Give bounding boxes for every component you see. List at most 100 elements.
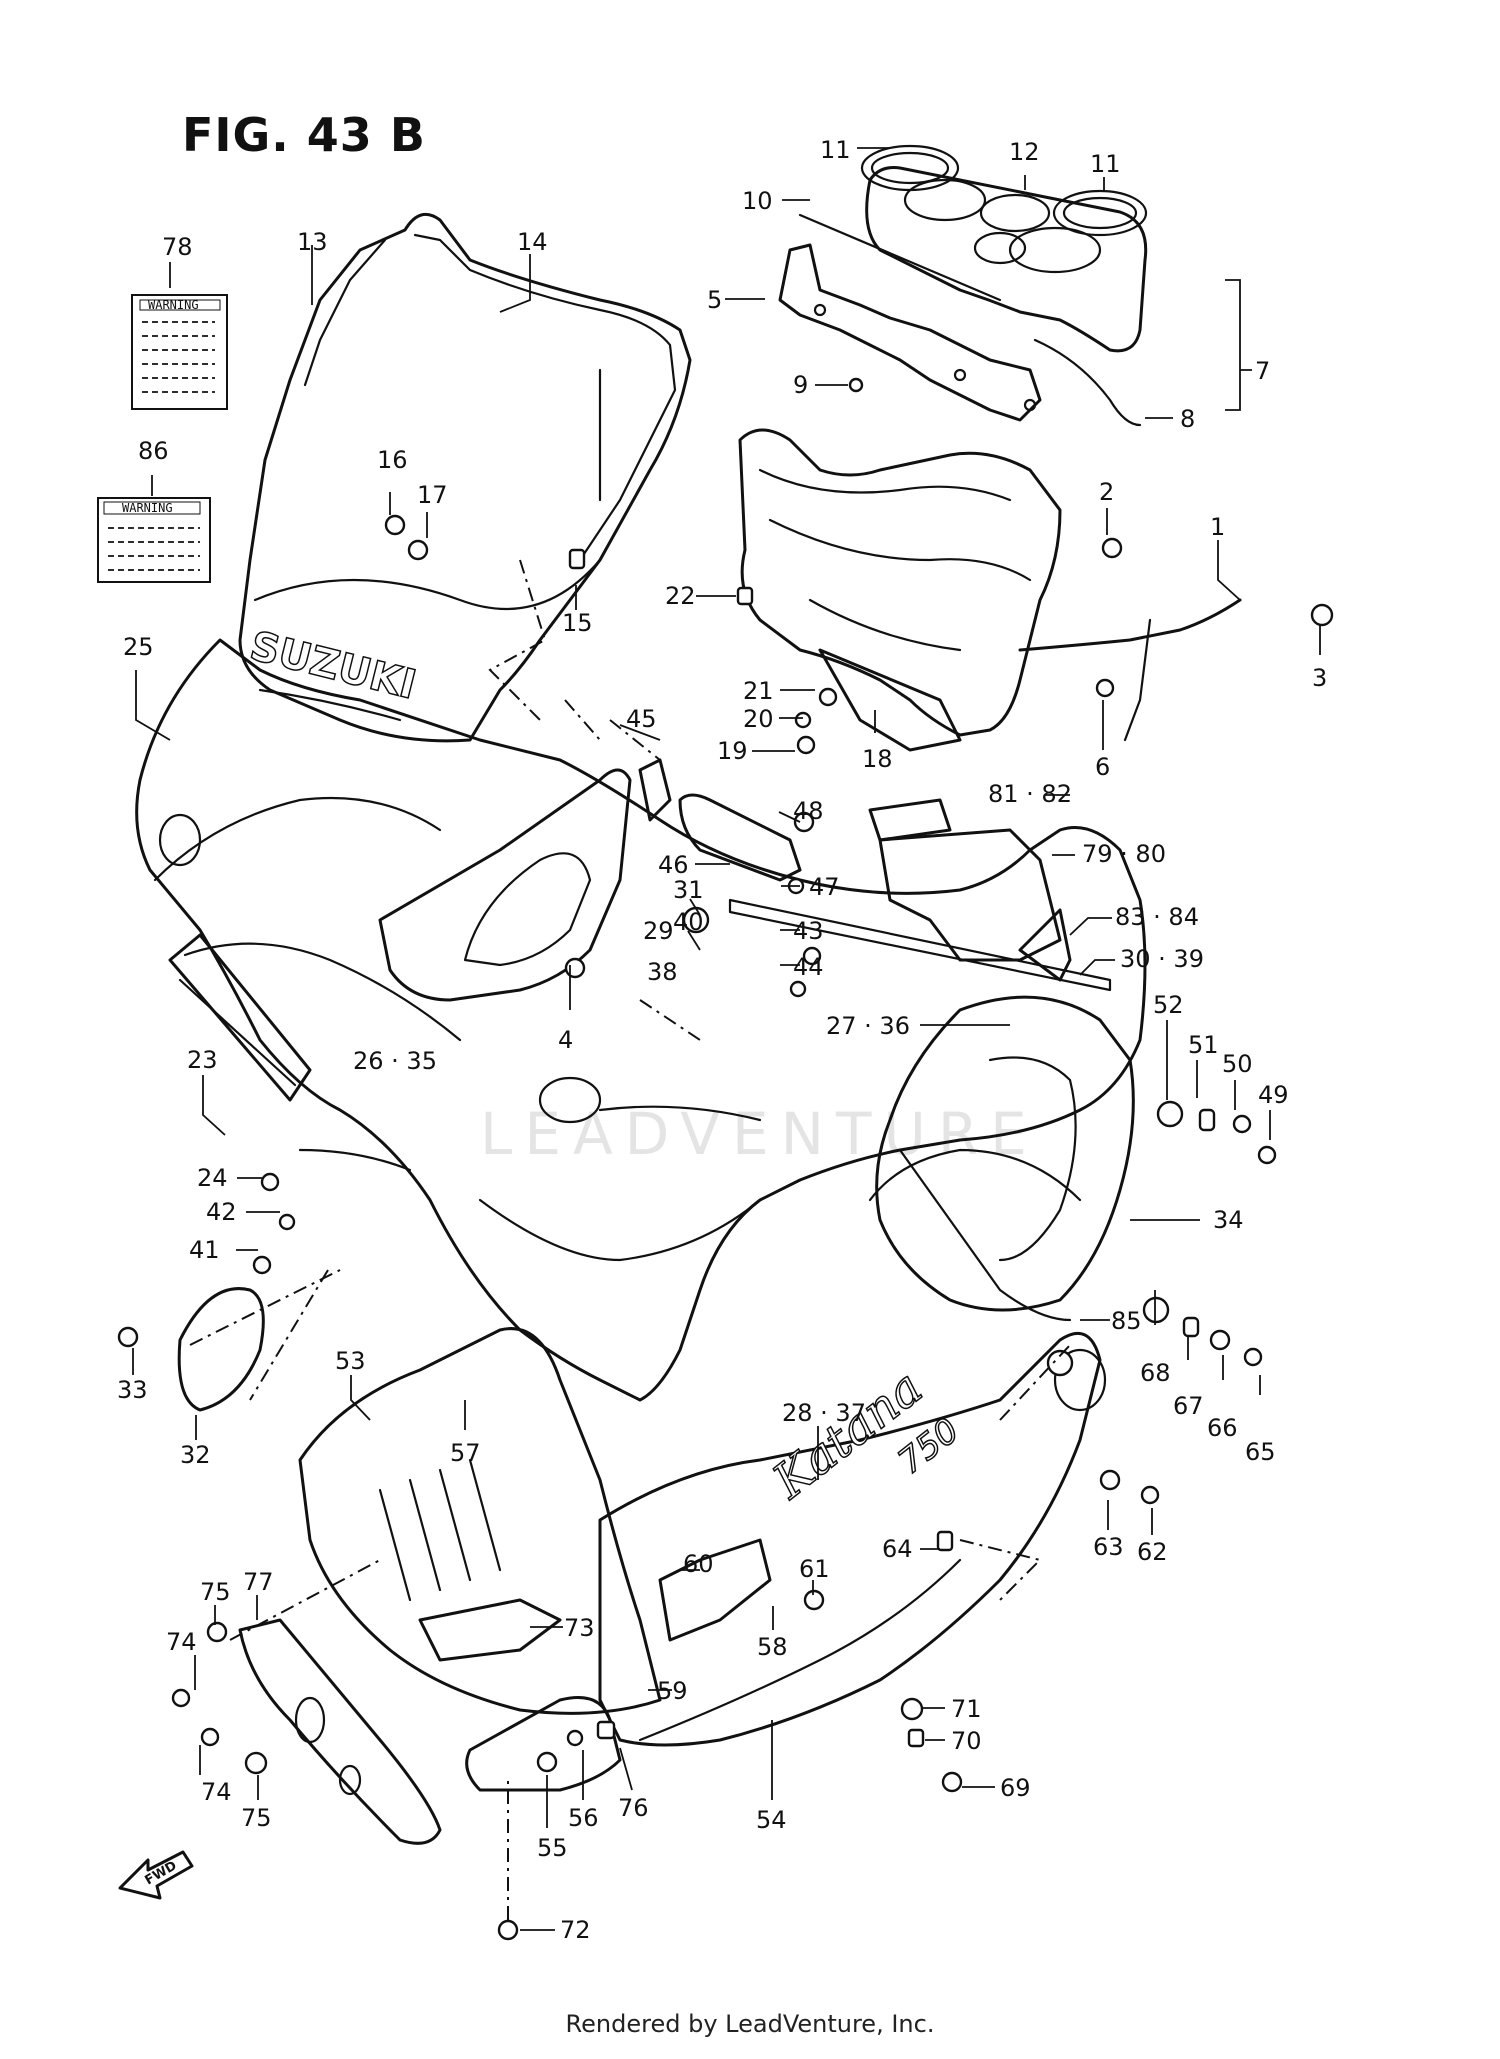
callout-number: 20: [743, 705, 774, 733]
forward-arrow-icon: FWD: [118, 1850, 194, 1900]
callout-number: 9: [793, 371, 808, 399]
side-bracket-part: [638, 758, 802, 882]
katana-script-decal: Katana: [762, 1359, 933, 1510]
callout-number: 25: [123, 633, 154, 661]
callout-number: 63: [1093, 1533, 1124, 1561]
callout-number: 22: [665, 582, 696, 610]
callout-number: 56: [568, 1804, 599, 1832]
callout-number: 7: [1255, 357, 1270, 385]
callout-number: 86: [138, 437, 169, 465]
callout-number: 75: [200, 1578, 231, 1606]
callout-number: 13: [297, 228, 328, 256]
callout-number: 33: [117, 1376, 148, 1404]
callout-number: 30 · 39: [1120, 945, 1204, 973]
callout-number: 54: [756, 1806, 787, 1834]
callout-number: 74: [201, 1778, 232, 1806]
callout-number: 48: [793, 797, 824, 825]
callout-number: 41: [189, 1236, 220, 1264]
upper-cowling-part: [135, 638, 1147, 1402]
callout-number: 28 · 37: [782, 1399, 866, 1427]
callout-number: 69: [1000, 1774, 1031, 1802]
cowl-brace-part: [738, 428, 1242, 752]
callout-number: 62: [1137, 1538, 1168, 1566]
callout-number: 75: [241, 1804, 272, 1832]
callout-number: 23: [187, 1046, 218, 1074]
callout-number: 67: [1173, 1392, 1204, 1420]
callout-number: 11: [820, 136, 851, 164]
callout-number: 65: [1245, 1438, 1276, 1466]
callout-number: 12: [1009, 138, 1040, 166]
callout-number: 43: [793, 917, 824, 945]
callout-number: 59: [657, 1677, 688, 1705]
callout-number: 14: [517, 228, 548, 256]
callout-number: 42: [206, 1198, 237, 1226]
meter-panel-part: [798, 144, 1148, 427]
callout-number: 1: [1210, 513, 1225, 541]
side-plate-part: [238, 1618, 442, 1845]
callout-number: 21: [743, 677, 774, 705]
callout-number: 6: [1095, 753, 1110, 781]
callout-number: 85: [1111, 1307, 1142, 1335]
callout-number: 19: [717, 737, 748, 765]
callout-number: 40: [673, 908, 704, 936]
callout-number: 24: [197, 1164, 228, 1192]
callout-number: 57: [450, 1439, 481, 1467]
callout-number: 73: [564, 1614, 595, 1642]
warning-decal-78: WARNING: [131, 294, 228, 410]
callout-number: 17: [417, 481, 448, 509]
callout-number: 2: [1099, 478, 1114, 506]
callout-number: 16: [377, 446, 408, 474]
lower-cowling-part: [298, 1327, 1107, 1747]
callout-number: 29: [643, 917, 674, 945]
callout-number: 15: [562, 609, 593, 637]
callout-number: 26 · 35: [353, 1047, 437, 1075]
callout-number: 50: [1222, 1050, 1253, 1078]
callout-number: 44: [793, 953, 824, 981]
callout-number: 55: [537, 1834, 568, 1862]
callout-number: 64: [882, 1535, 913, 1563]
warning-decal-title-b: WARNING: [122, 501, 173, 515]
callout-number: 45: [626, 705, 657, 733]
callout-number: 32: [180, 1441, 211, 1469]
callout-numbers: 11 12 11 10 5 7 9 8 2 1 3 6 22 21 20 19 …: [117, 136, 1327, 1944]
callout-number: 78: [162, 233, 193, 261]
side-duct-part: [868, 798, 1072, 982]
hardware-screws: [117, 377, 1334, 1941]
callout-number: 83 · 84: [1115, 903, 1199, 931]
callout-number: 74: [166, 1628, 197, 1656]
meter-bracket-part: [778, 243, 1042, 422]
inner-panel-part: [378, 768, 632, 1002]
callout-number: 18: [862, 745, 893, 773]
callout-number: 52: [1153, 991, 1184, 1019]
figure-title: FIG. 43 B: [182, 108, 426, 162]
callout-number: 11: [1090, 150, 1121, 178]
callout-leaders: [132, 147, 1321, 1931]
callout-number: 61: [799, 1555, 830, 1583]
callout-number: 76: [618, 1794, 649, 1822]
trim-strip-part: [728, 898, 1112, 992]
warning-decal-title-a: WARNING: [148, 298, 199, 312]
warning-decal-86: WARNING: [97, 497, 211, 583]
callout-number: 60: [683, 1550, 714, 1578]
callout-number: 34: [1213, 1206, 1244, 1234]
callout-number: 27 · 36: [826, 1012, 910, 1040]
callout-number: 51: [1188, 1031, 1219, 1059]
callout-number: 68: [1140, 1359, 1171, 1387]
callout-number: 58: [757, 1633, 788, 1661]
callout-number: 47: [809, 873, 840, 901]
lower-bracket-part: [418, 1538, 772, 1792]
footer-credit: Rendered by LeadVenture, Inc.: [565, 2010, 935, 2038]
callout-number: 77: [243, 1568, 274, 1596]
callout-number: 46: [658, 851, 689, 879]
cover-disc-part: [177, 1287, 265, 1412]
callout-number: 49: [1258, 1081, 1289, 1109]
callout-number: 31: [673, 876, 704, 904]
callout-number: 10: [742, 187, 773, 215]
duct-part: [168, 933, 312, 1102]
callout-number: 4: [558, 1026, 573, 1054]
callout-number: 8: [1180, 405, 1195, 433]
callout-number: 71: [951, 1695, 982, 1723]
windscreen-part: [238, 212, 692, 743]
